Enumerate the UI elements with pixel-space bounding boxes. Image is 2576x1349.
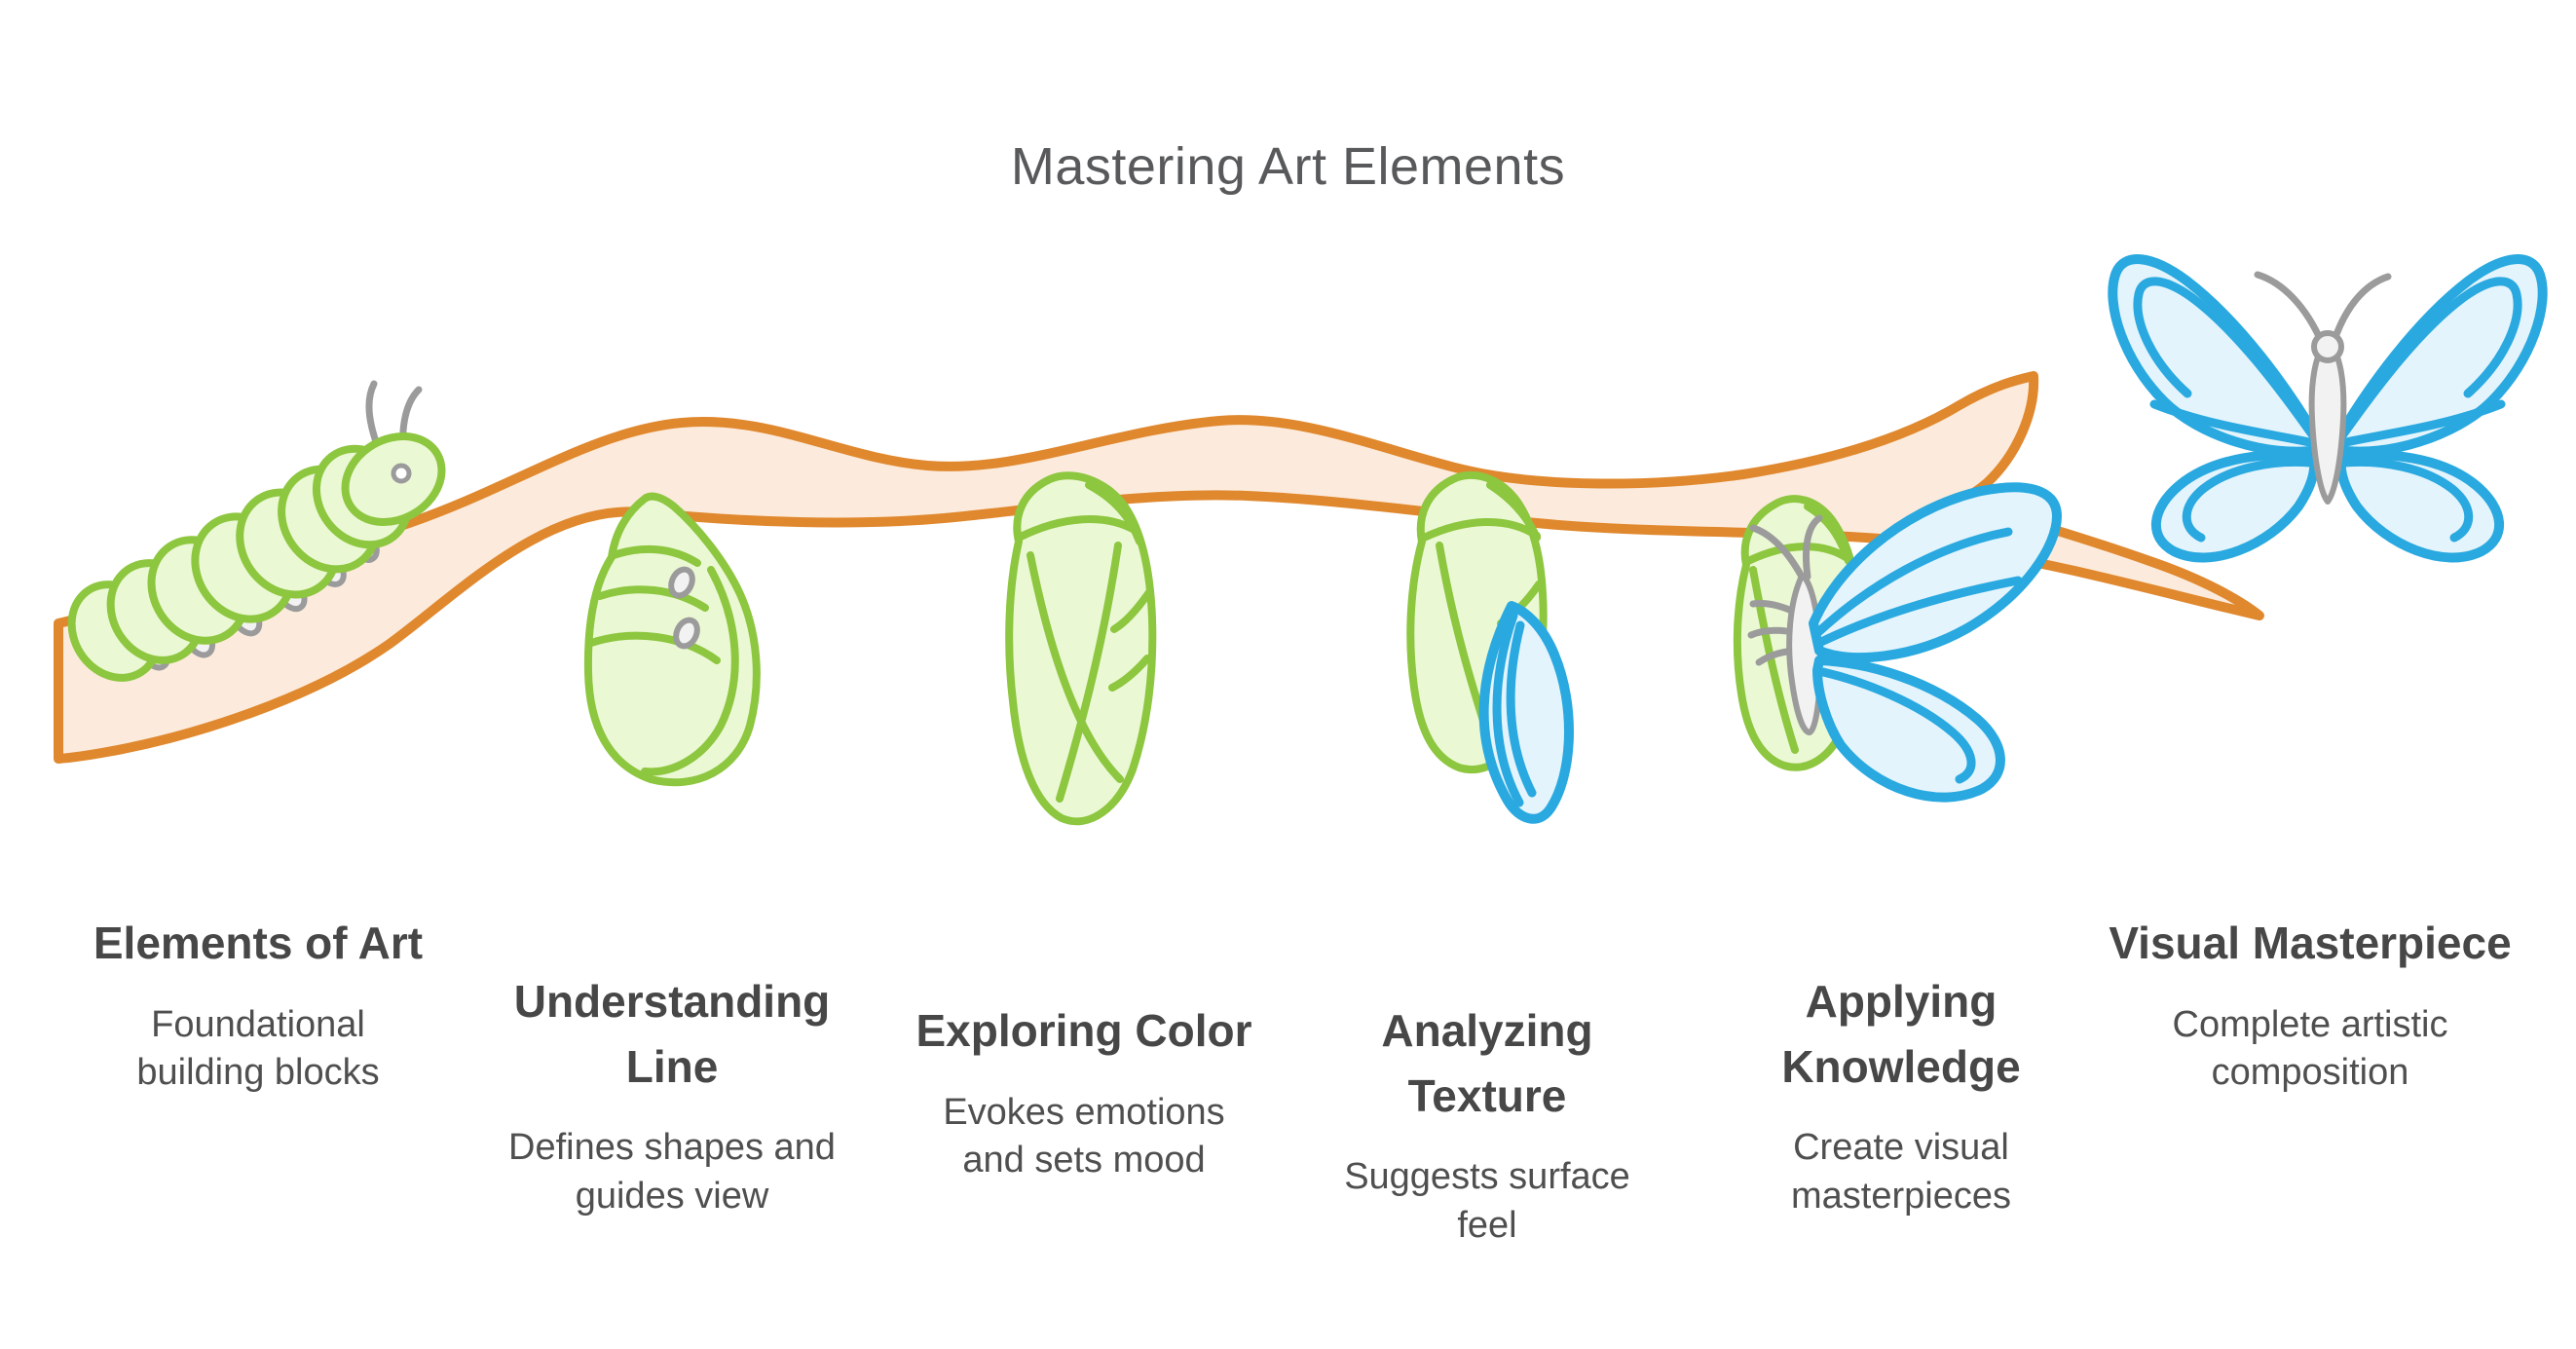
chrysalis-icon	[1005, 471, 1157, 826]
stage-description: Complete artistic composition	[2172, 1003, 2448, 1094]
stage-description: Suggests surface feel	[1344, 1156, 1630, 1246]
stage-title: Analyzing Texture	[1381, 1005, 1593, 1121]
stage-label-elements-of-art: Elements of Art Foundational building bl…	[73, 911, 443, 1097]
stage-description: Evokes emotions and sets mood	[943, 1091, 1225, 1181]
stage-description: Defines shapes and guides view	[508, 1127, 836, 1217]
caterpillar-icon	[67, 380, 446, 682]
chrysalis-emerging-wing-icon	[1406, 470, 1574, 824]
stage-label-analyzing-texture: Analyzing Texture Suggests surface feel	[1302, 998, 1672, 1250]
branch-icon	[54, 371, 2264, 764]
curled-caterpillar-icon	[583, 492, 761, 787]
stage-title: Applying Knowledge	[1781, 976, 2021, 1092]
page-title: Mastering Art Elements	[1010, 137, 1566, 196]
caterpillar-eye	[391, 463, 412, 484]
stage-label-understanding-line: Understanding Line Defines shapes and gu…	[463, 969, 881, 1220]
stage-label-visual-masterpiece: Visual Masterpiece Complete artistic com…	[2106, 911, 2515, 1097]
stage-description: Foundational building blocks	[136, 1003, 380, 1094]
butterfly-icon	[2108, 254, 2548, 563]
emerging-butterfly-icon	[1733, 482, 2062, 803]
stage-title: Exploring Color	[915, 1005, 1252, 1056]
stage-label-applying-knowledge: Applying Knowledge Create visual masterp…	[1721, 969, 2081, 1220]
stage-title: Visual Masterpiece	[2109, 918, 2512, 968]
stage-title: Understanding Line	[513, 976, 831, 1092]
stage-description: Create visual masterpieces	[1791, 1127, 2011, 1217]
stage-label-exploring-color: Exploring Color Evokes emotions and sets…	[855, 998, 1313, 1184]
stage-title: Elements of Art	[93, 918, 424, 968]
